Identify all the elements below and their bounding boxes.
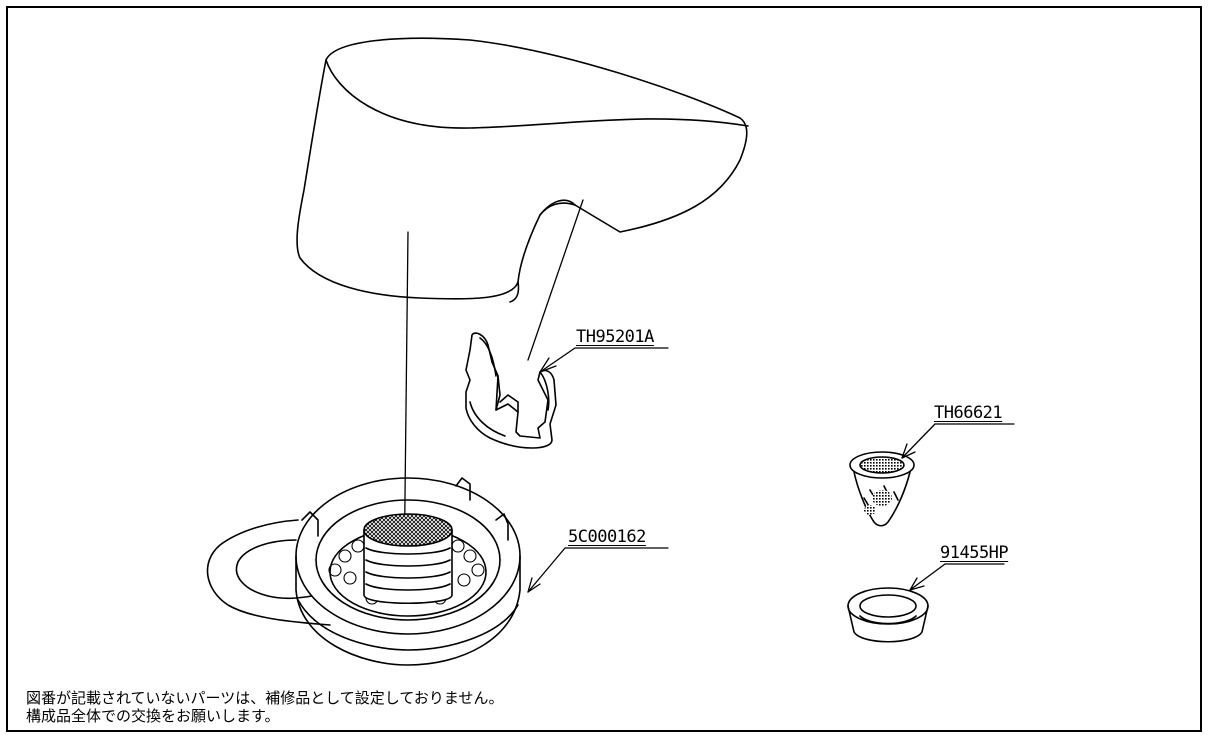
- part-label-TH66621[interactable]: TH66621: [934, 403, 1003, 423]
- clip-drawing-TH95201A: [465, 332, 557, 449]
- leader-lines: [527, 347, 1015, 593]
- part-label-TH95201A[interactable]: TH95201A: [576, 327, 654, 347]
- note-line-1: 図番が記載されていないパーツは、補修品として設定しておりません。: [26, 689, 504, 707]
- strainer-drawing-TH66621: [849, 451, 915, 527]
- aerator-base-drawing-5C000162: [206, 477, 521, 666]
- note-line-2: 構成品全体での交換をお願いします。: [26, 707, 280, 725]
- drawing-frame: [6, 6, 1202, 732]
- spout-body-drawing: [296, 37, 749, 586]
- packing-drawing-91455HP: [847, 587, 929, 643]
- part-label-5C000162[interactable]: 5C000162: [568, 527, 646, 547]
- part-label-91455HP[interactable]: 91455HP: [940, 543, 1009, 563]
